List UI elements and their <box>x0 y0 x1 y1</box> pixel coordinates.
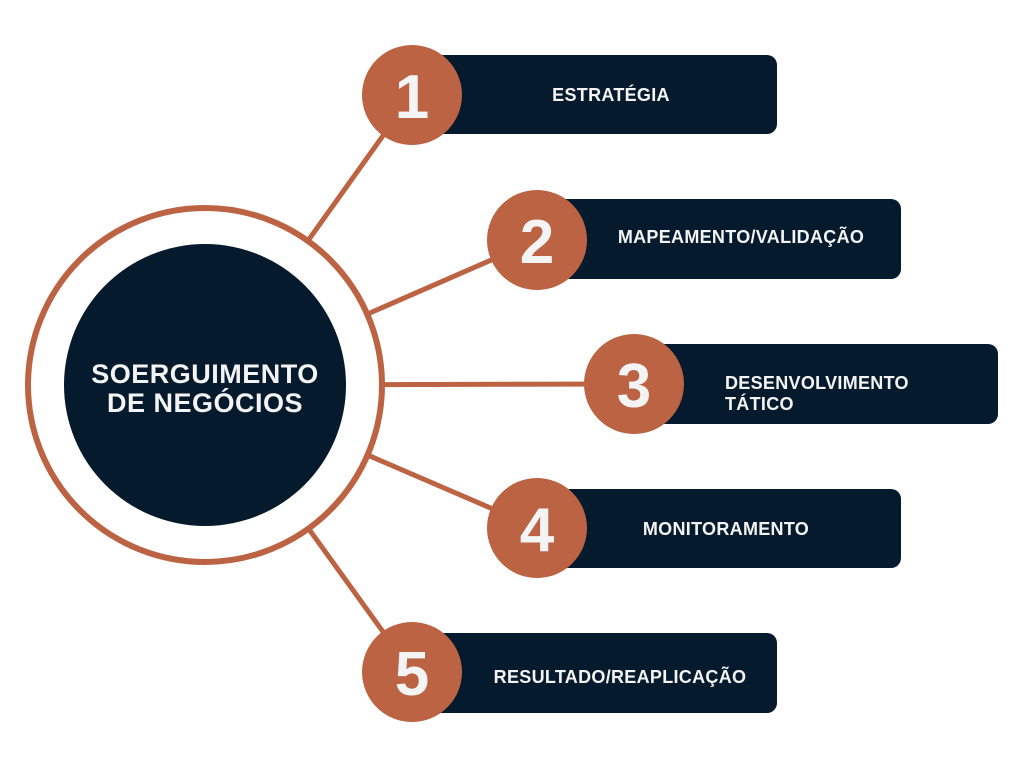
step-box <box>430 55 777 134</box>
step-2: 2 MAPEAMENTO/VALIDAÇÃO <box>487 190 901 290</box>
step-label: ESTRATÉGIA <box>552 84 670 105</box>
step-number-badge <box>487 478 587 578</box>
step-number: 3 <box>617 352 651 421</box>
hub-title-line2: DE NEGÓCIOS <box>107 387 303 418</box>
step-5: 5 RESULTADO/REAPLICAÇÃO <box>362 622 777 722</box>
step-number: 1 <box>395 63 429 132</box>
step-number-badge <box>362 45 462 145</box>
step-number: 5 <box>395 640 429 709</box>
step-4: 4 MONITORAMENTO <box>487 478 901 578</box>
step-number: 2 <box>520 208 554 277</box>
step-box <box>555 489 901 568</box>
step-label: RESULTADO/REAPLICAÇÃO <box>494 666 747 687</box>
hub-title-line1: SOERGUIMENTO <box>91 359 319 389</box>
step-box <box>430 633 777 713</box>
step-3: 3 DESENVOLVIMENTO TÁTICO <box>584 334 998 434</box>
step-box <box>555 199 901 279</box>
step-label-line2: TÁTICO <box>725 393 794 414</box>
step-1: 1 ESTRATÉGIA <box>362 45 777 145</box>
step-number-badge <box>362 622 462 722</box>
step-box <box>652 344 998 424</box>
step-number-badge <box>487 190 587 290</box>
step-label: DESENVOLVIMENTO <box>725 373 909 393</box>
step-label: MAPEAMENTO/VALIDAÇÃO <box>618 226 864 247</box>
step-label: MONITORAMENTO <box>643 519 809 539</box>
step-number-badge <box>584 334 684 434</box>
hub-circle <box>64 244 346 526</box>
step-number: 4 <box>520 496 555 565</box>
